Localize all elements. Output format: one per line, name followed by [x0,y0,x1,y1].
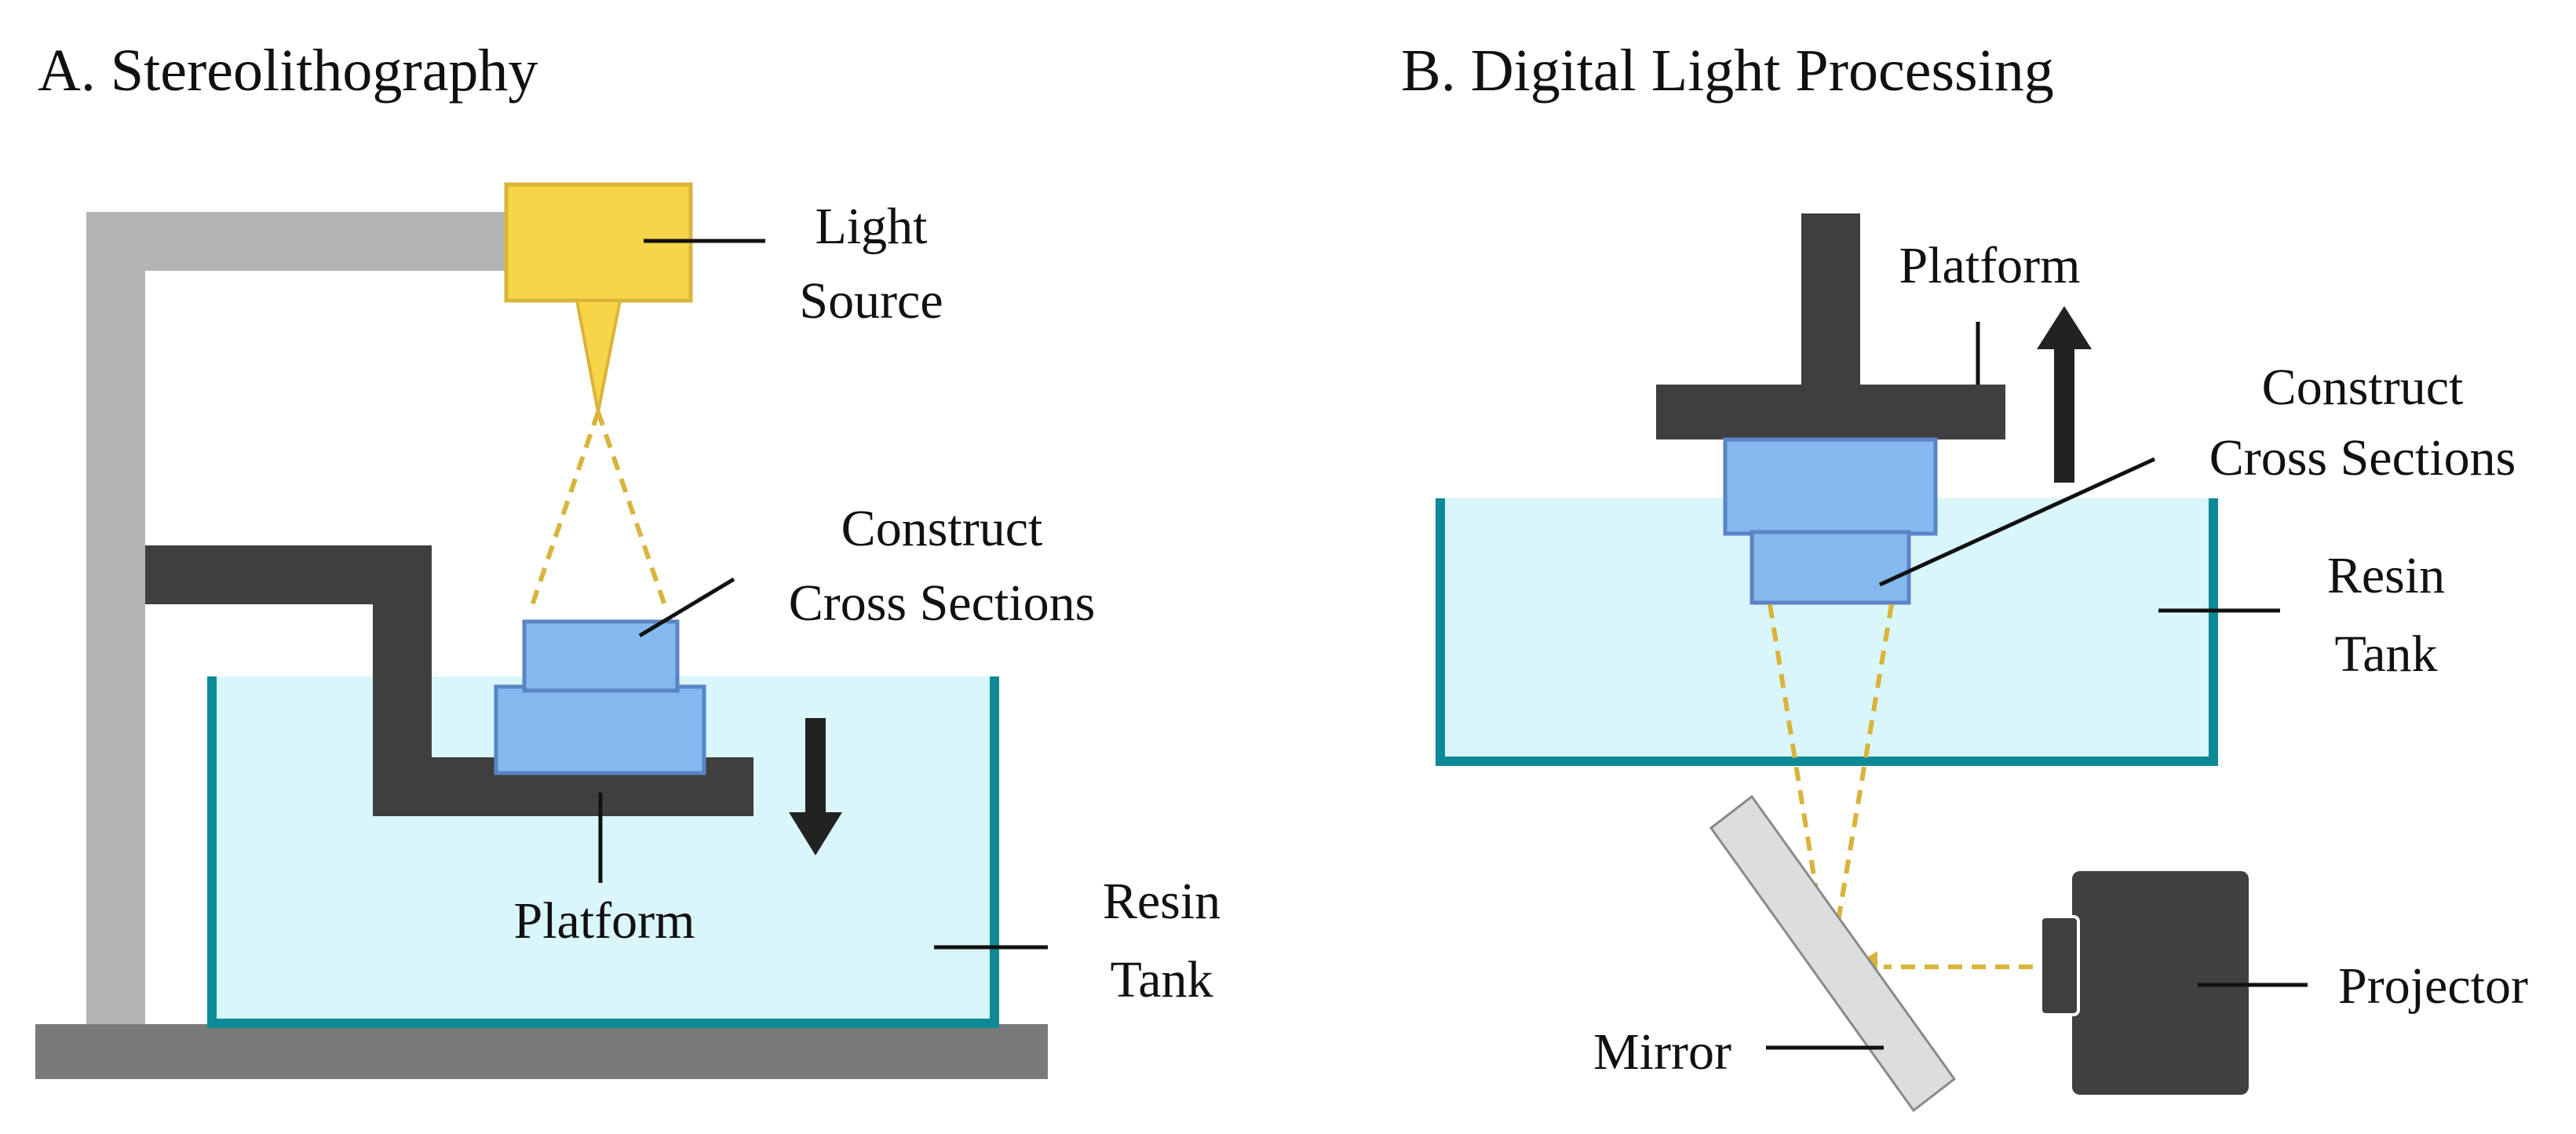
laser-beam-left [527,411,600,613]
label-construct-a: Construct [841,500,1043,557]
projector-body [2072,871,2249,1095]
projector-lens [2039,915,2080,1016]
panel-a-title: A. Stereolithography [38,38,538,104]
label-light: Light [815,198,928,255]
light-source-nozzle [575,299,622,413]
label-mirror: Mirror [1593,1023,1731,1081]
mirror [1709,794,1957,1113]
platform-b-plate [1656,385,2005,439]
panel-a: A. Stereolithography Light Source [35,38,1220,1079]
label-source: Source [799,272,943,330]
label-cross-sections-b: Cross Sections [2209,429,2516,487]
label-platform-b: Platform [1899,237,2081,294]
panel-b: B. Digital Light Processing [1401,38,2528,1113]
resin-tank-a-walls [207,676,999,1028]
base-plate [35,1024,1048,1079]
platform-a [145,545,753,816]
label-tank-b: Tank [2334,625,2437,683]
laser-beam-right [596,411,670,613]
label-platform-a: Platform [514,892,695,950]
label-construct-b: Construct [2262,359,2464,416]
panel-b-title: B. Digital Light Processing [1401,38,2054,104]
construct-upper-b [1723,437,1938,536]
frame-post [86,212,145,1036]
construct-lower-a [494,684,706,775]
frame-arm [86,212,526,271]
leader-construct-a [638,577,735,638]
arrow-up-icon [2037,306,2092,483]
platform-b-shaft [1801,213,1860,398]
beam-right-b [1830,603,1894,954]
label-resin-b: Resin [2327,547,2445,604]
label-projector: Projector [2338,957,2528,1015]
label-resin-a: Resin [1103,873,1220,930]
resin-tank-b-walls [1436,498,2218,766]
label-tank-a: Tank [1110,951,1213,1008]
arrow-down-icon [789,718,842,855]
construct-upper-a [522,619,680,693]
construct-lower-b [1750,530,1911,605]
label-cross-sections-a: Cross Sections [789,574,1096,632]
leader-construct-b [1878,457,2156,587]
